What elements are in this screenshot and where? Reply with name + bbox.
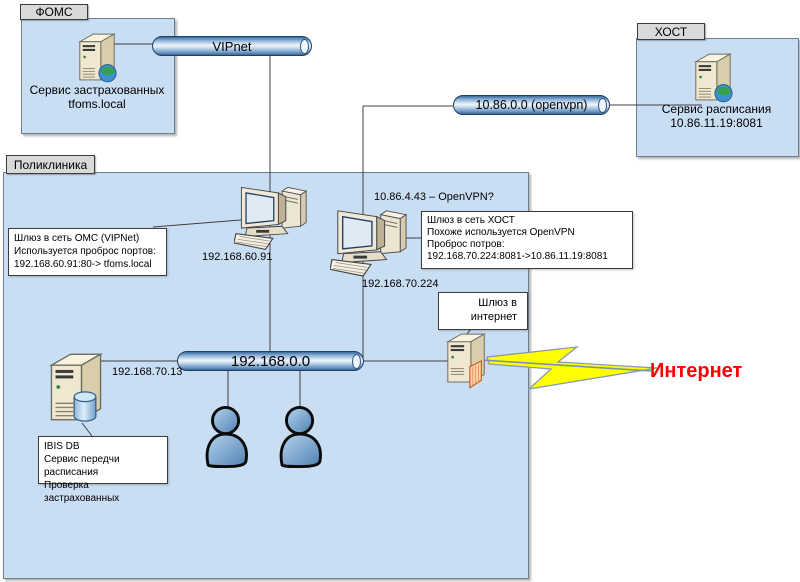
- user-icon-2: [277, 404, 326, 468]
- server-icon-foms: [76, 30, 118, 84]
- host-caption-line1: Сервис расписания: [661, 102, 772, 116]
- callout-host-line4: 192.168.70.224:8081->10.86.11.19:8081: [427, 251, 608, 262]
- foms-caption-line2: tfoms.local: [68, 97, 126, 111]
- workstation2-ip-label: 192.168.70.224: [362, 278, 439, 290]
- workstation2-vpn-label: 10.86.4.43 – OpenVPN?: [374, 191, 494, 203]
- group-tab-foms: ФОМС: [20, 4, 88, 20]
- callout-host-line3: Проброс потров:: [427, 239, 505, 250]
- group-tab-polyclinic: Поликлиника: [6, 155, 95, 174]
- callout-ibis-line2: Сервис передчи расписания: [44, 454, 120, 478]
- workstation-icon-1: [234, 183, 308, 251]
- callout-host-line1: Шлюз в сеть ХОСТ: [427, 215, 515, 226]
- foms-caption-line1: Сервис застрахованных: [29, 83, 165, 97]
- user-icon-1: [203, 404, 252, 468]
- callout-host-gateway: Шлюз в сеть ХОСТ Похоже используется Ope…: [421, 211, 633, 269]
- callout-ibis-line1: IBIS DB: [44, 441, 80, 452]
- pipe-vipnet: VIPnet: [152, 36, 312, 56]
- internet-label: Интернет: [650, 360, 743, 382]
- callout-ibis-line3: Проверка застрахованных: [44, 480, 120, 504]
- callout-inet-line2: интернет: [470, 311, 517, 323]
- callout-host-line2: Похоже используется OpenVPN: [427, 227, 575, 238]
- pipe-vipnet-label: VIPnet: [212, 38, 252, 54]
- group-tab-polyclinic-label: Поликлиника: [13, 157, 88, 172]
- callout-oms-line1: Шлюз в сеть ОМС (VIPNet): [14, 233, 140, 244]
- database-icon: [72, 390, 98, 423]
- pipe-openvpn-label: 10.86.0.0 (openvpn): [475, 98, 588, 112]
- workstation-icon-2: [330, 206, 408, 278]
- callout-inet-line1: Шлюз в: [478, 297, 517, 309]
- callout-oms-line2: Используется проброс портов:: [14, 246, 156, 257]
- lightning-bolt-icon: [465, 346, 658, 390]
- pipe-openvpn: 10.86.0.0 (openvpn): [453, 95, 610, 115]
- workstation1-ip-label: 192.168.60.91: [202, 251, 273, 263]
- ibis-server-ip-label: 192.168.70.13: [112, 366, 183, 378]
- gateway-icon: [444, 330, 490, 390]
- host-caption-line2: 10.86.11.19:8081: [670, 116, 763, 130]
- callout-ibis-db: IBIS DB Сервис передчи расписания Провер…: [38, 436, 168, 504]
- callout-internet-gateway: Шлюз в интернет: [438, 292, 528, 330]
- callout-oms-gateway: Шлюз в сеть ОМС (VIPNet) Используется пр…: [8, 228, 167, 276]
- group-tab-host-label: ХОСТ: [654, 24, 688, 39]
- callout-oms-line3: 192.168.60.91:80-> tfoms.local: [14, 259, 152, 270]
- pipe-lan-label: 192.168.0.0: [230, 352, 311, 370]
- group-tab-host: ХОСТ: [637, 23, 705, 40]
- pipe-lan: 192.168.0.0: [177, 351, 364, 371]
- server-icon-host: [692, 50, 734, 104]
- group-tab-foms-label: ФОМС: [35, 5, 73, 19]
